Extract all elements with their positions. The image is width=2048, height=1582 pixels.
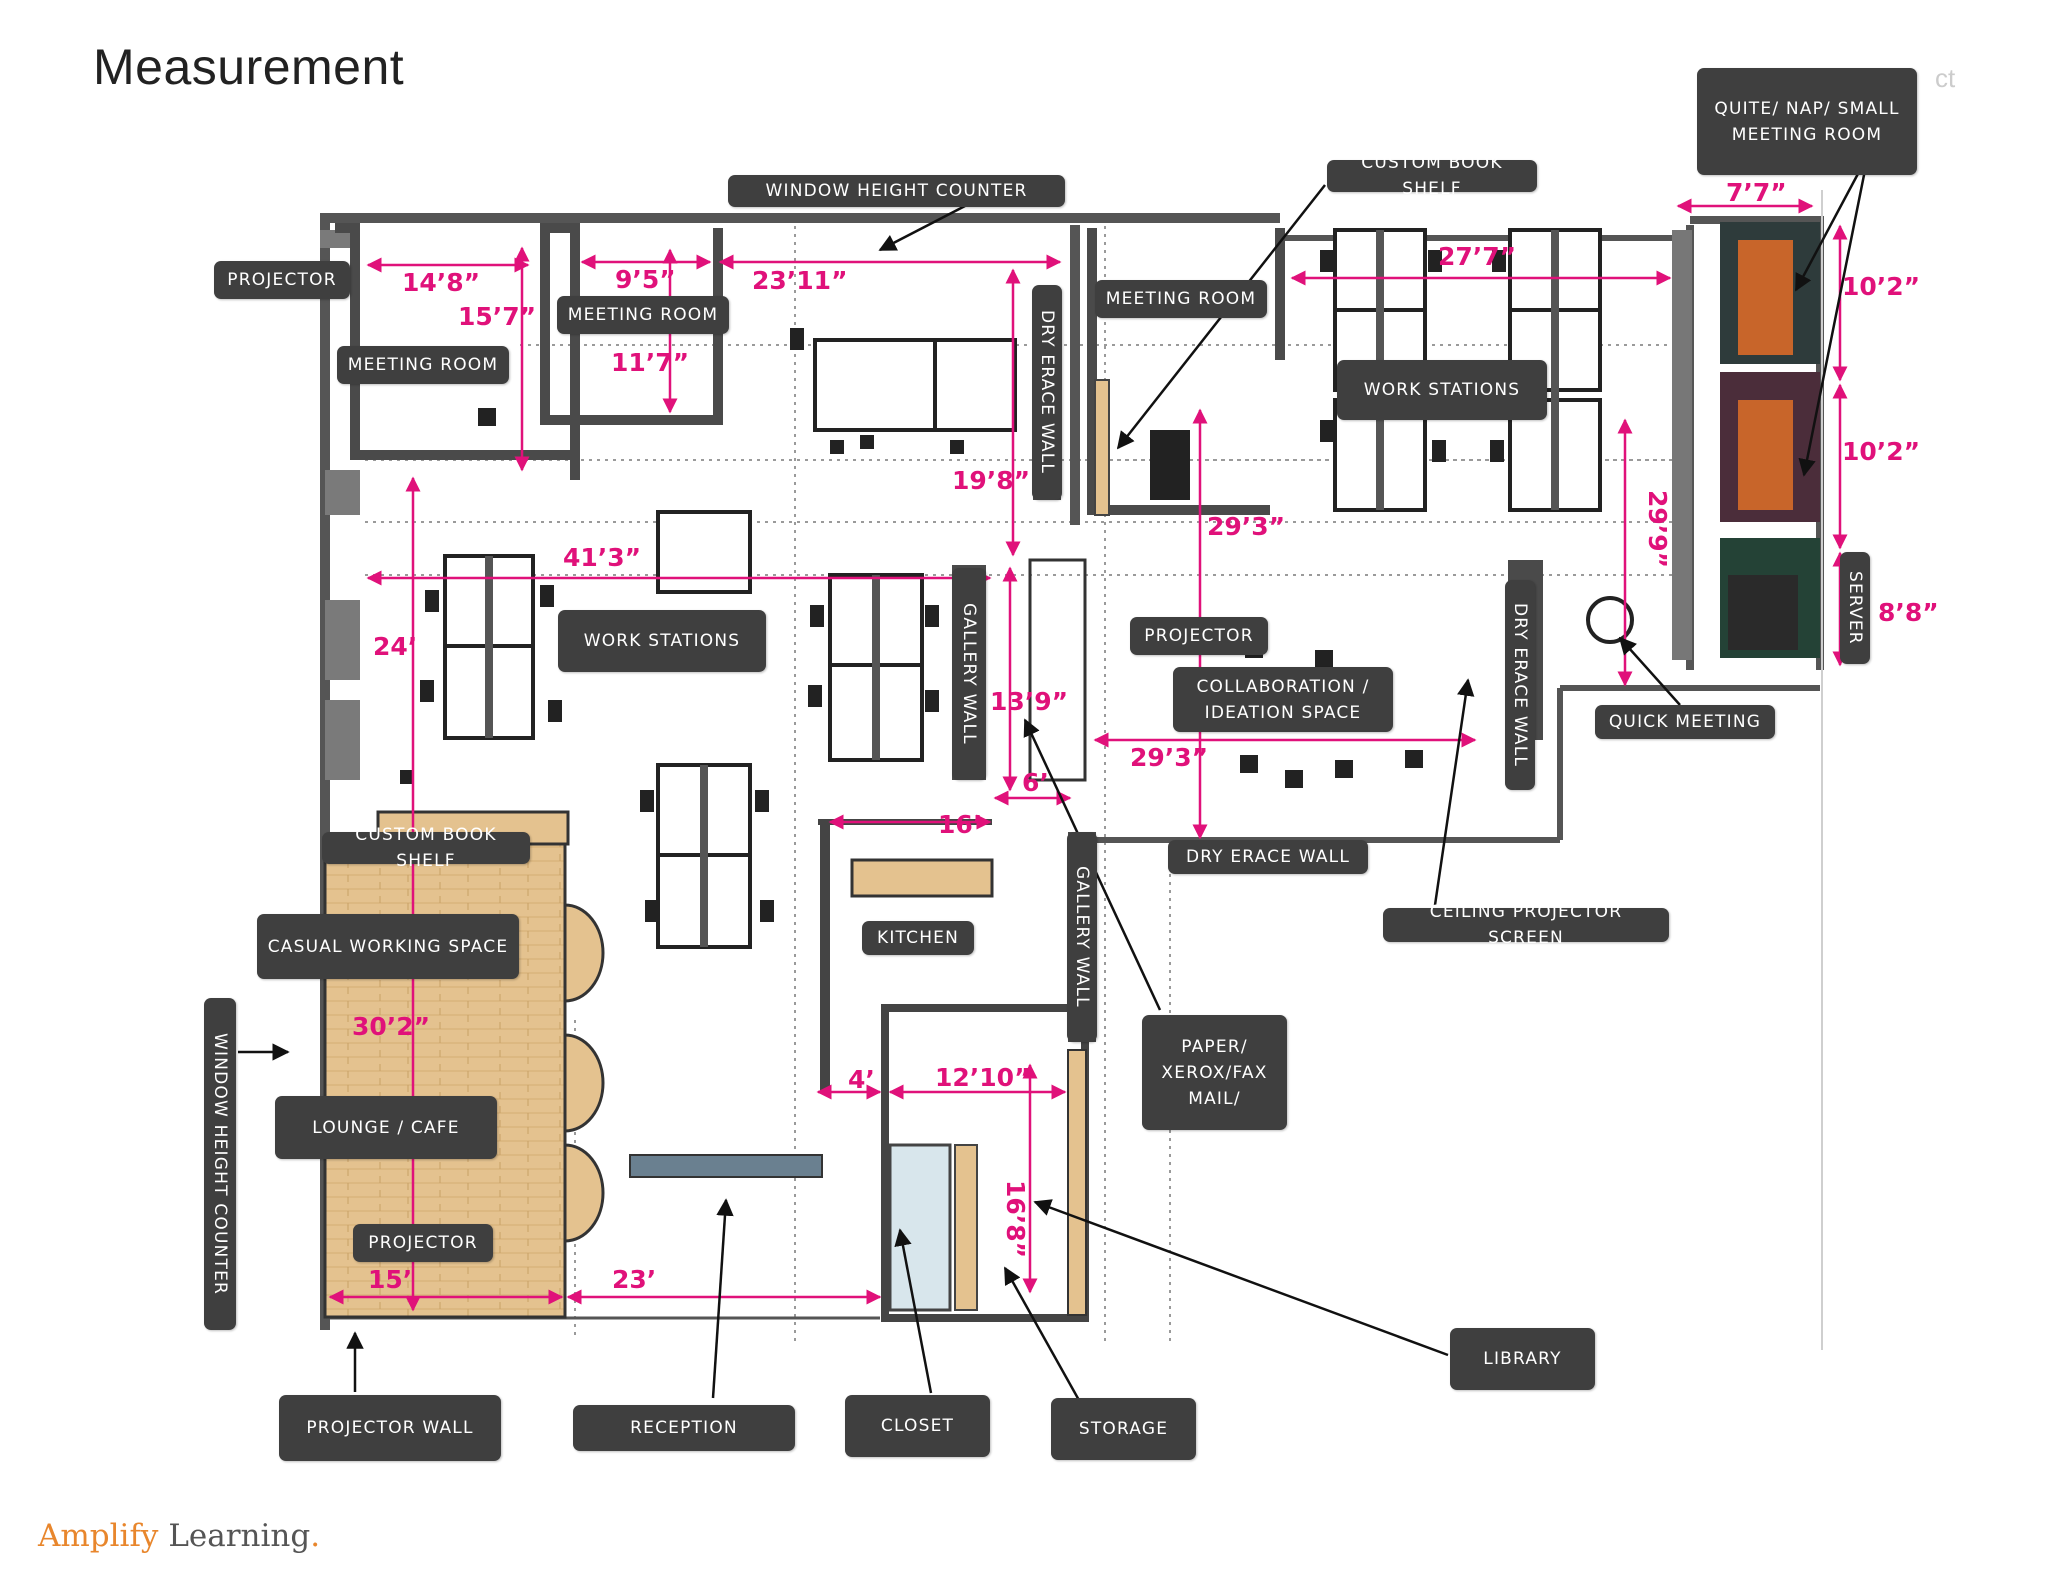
meeting-room-right: [1087, 228, 1285, 515]
ghost-text: ct: [1935, 63, 1956, 93]
label-storage: STORAGE: [1051, 1398, 1196, 1460]
label-projector-wall: PROJECTOR WALL: [279, 1395, 501, 1461]
kitchen-island: [850, 858, 994, 898]
label-lounge-cafe: LOUNGE / CAFE: [275, 1096, 497, 1159]
library-shelf: [1067, 1049, 1087, 1316]
dimension-15-7: 15’7”: [458, 302, 537, 331]
dimension-lines: [328, 198, 1848, 1312]
meeting-room-left: [335, 223, 580, 480]
dimension-4: 4’: [848, 1065, 875, 1094]
label-closet: CLOSET: [845, 1395, 990, 1457]
label-work-stations-right: WORK STATIONS: [1337, 360, 1547, 420]
dimension-29-9: 29’9”: [1643, 490, 1672, 569]
dimension-14-8: 14’8”: [402, 268, 481, 297]
dimension-7-7: 7’7”: [1726, 178, 1787, 207]
dimension-41-3: 41’3”: [563, 543, 642, 572]
brand-primary: Amplify: [38, 1518, 159, 1554]
leader-arrows: [238, 169, 1867, 1403]
bookshelf-strip: [1094, 379, 1110, 516]
label-gallery-wall-lower: GALLERY WALL: [1067, 832, 1097, 1042]
label-custom-book-shelf-left: CUSTOM BOOK SHELF: [322, 825, 530, 871]
label-reception: RECEPTION: [573, 1405, 795, 1451]
dimension-11-7: 11’7”: [611, 348, 690, 377]
dimension-27-7: 27’7”: [1438, 242, 1517, 271]
dimension-19-8: 19’8”: [952, 466, 1031, 495]
label-quick-meeting: QUICK MEETING: [1595, 705, 1775, 739]
dimension-29-3-upper: 29’3”: [1207, 512, 1286, 541]
label-quite-nap-room: QUITE/ NAP/ SMALL MEETING ROOM: [1697, 68, 1917, 175]
label-paper-xerox: PAPER/ XEROX/FAX MAIL/: [1142, 1015, 1287, 1130]
dimension-24: 24’: [373, 632, 418, 661]
label-meeting-room-right: MEETING ROOM: [1095, 280, 1267, 318]
label-meeting-room-left: MEETING ROOM: [337, 346, 509, 384]
label-projector-center: PROJECTOR: [1130, 617, 1268, 655]
label-collaboration-space: COLLABORATION / IDEATION SPACE: [1173, 667, 1393, 732]
brand-logo: Amplify Learning.: [38, 1518, 320, 1554]
dimension-8-8: 8’8”: [1878, 598, 1939, 627]
dimension-16: 16’: [938, 810, 983, 839]
label-library: LIBRARY: [1450, 1328, 1595, 1390]
dimension-6: 6’: [1022, 768, 1049, 797]
dimension-12-10: 12’10”: [935, 1063, 1031, 1092]
page-title: Measurement: [93, 39, 405, 95]
label-dry-erace-wall-vertical: DRY ERACE WALL: [1032, 285, 1062, 500]
label-projector-lounge: PROJECTOR: [353, 1224, 493, 1262]
dimension-23-11: 23’11”: [752, 266, 848, 295]
dimension-29-3-lower: 29’3”: [1130, 743, 1209, 772]
dimension-10-2-a: 10’2”: [1842, 272, 1921, 301]
closet-glass: [888, 1143, 952, 1312]
label-server: SERVER: [1840, 552, 1870, 664]
label-ceiling-projector-screen: CEILING PROJECTOR SCREEN: [1383, 902, 1669, 948]
dimension-15: 15’: [368, 1265, 413, 1294]
dimension-13-9: 13’9”: [990, 687, 1069, 716]
brand-dot: .: [310, 1518, 321, 1554]
dimension-9-5: 9’5”: [615, 265, 676, 294]
label-casual-working-space: CASUAL WORKING SPACE: [257, 914, 519, 979]
label-window-height-counter-left: WINDOW HEIGHT COUNTER: [204, 998, 236, 1330]
nap-rooms: [1672, 222, 1820, 660]
cafe-booths: [563, 903, 605, 1243]
dimension-10-2-b: 10’2”: [1842, 437, 1921, 466]
dimension-30-2: 30’2”: [352, 1012, 431, 1041]
dimension-23: 23’: [612, 1265, 657, 1294]
label-dry-erace-wall-bottom: DRY ERACE WALL: [1168, 840, 1368, 874]
left-wall-windows: [320, 230, 360, 780]
storage-shelves: [954, 1144, 978, 1311]
copier-area: [1028, 558, 1087, 782]
label-meeting-room-center: MEETING ROOM: [557, 296, 729, 334]
label-window-height-counter-top: WINDOW HEIGHT COUNTER: [728, 175, 1065, 207]
label-custom-book-shelf-top: CUSTOM BOOK SHELF: [1327, 153, 1537, 199]
label-work-stations-left: WORK STATIONS: [558, 610, 766, 672]
dimension-16-8: 16’8”: [1001, 1180, 1030, 1259]
label-gallery-wall-upper: GALLERY WALL: [952, 568, 986, 780]
label-dry-erace-wall-right: DRY ERACE WALL: [1505, 580, 1535, 790]
reception-desk: [629, 1154, 823, 1178]
brand-secondary: Learning: [168, 1518, 311, 1554]
label-projector-top-left: PROJECTOR: [214, 261, 350, 299]
label-kitchen: KITCHEN: [862, 921, 974, 955]
